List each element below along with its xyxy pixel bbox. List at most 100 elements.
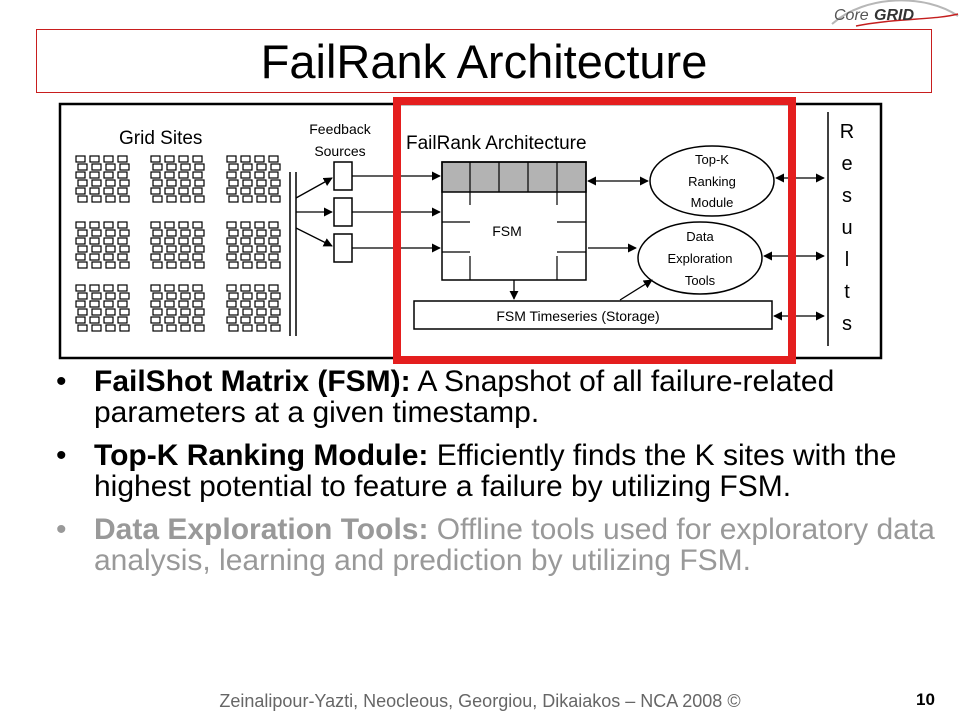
- results-letter: R: [840, 121, 854, 143]
- grid-site-box: [194, 292, 205, 300]
- bullet-topk: • Top-K Ranking Module: Efficiently find…: [56, 440, 936, 502]
- grid-site-box: [226, 187, 237, 195]
- grid-site-box: [178, 316, 189, 324]
- grid-site-box: [240, 237, 251, 245]
- grid-site-box: [228, 245, 239, 253]
- grid-site-box: [254, 171, 265, 179]
- grid-site-box: [194, 324, 205, 332]
- grid-site-box: [103, 171, 114, 179]
- grid-site-box: [75, 253, 86, 261]
- grid-site-box: [119, 324, 130, 332]
- grid-site-box: [117, 284, 128, 292]
- grid-site-box: [254, 253, 265, 261]
- grid-site-box: [194, 308, 205, 316]
- grid-site-box: [77, 245, 88, 253]
- grid-site-box: [254, 316, 265, 324]
- grid-site-box: [192, 221, 203, 229]
- grid-site-box: [268, 316, 279, 324]
- grid-site-box: [166, 229, 177, 237]
- grid-site-box: [152, 229, 163, 237]
- grid-site-box: [152, 163, 163, 171]
- grid-site-box: [75, 300, 86, 308]
- grid-site-box: [91, 179, 102, 187]
- grid-site-box: [152, 195, 163, 203]
- grid-site-box: [89, 300, 100, 308]
- grid-site-box: [103, 155, 114, 163]
- grid-site-box: [75, 221, 86, 229]
- grid-site-box: [256, 245, 267, 253]
- grid-site-box: [164, 300, 175, 308]
- grid-site-box: [192, 300, 203, 308]
- results-letter: u: [841, 217, 852, 239]
- grid-site-box: [178, 284, 189, 292]
- grid-site-box: [103, 221, 114, 229]
- grid-site-box: [254, 300, 265, 308]
- grid-site-box: [77, 292, 88, 300]
- grid-site-box: [270, 245, 281, 253]
- grid-site-box: [268, 155, 279, 163]
- grid-site-box: [254, 221, 265, 229]
- grid-site-box: [192, 187, 203, 195]
- grid-site-box: [119, 163, 130, 171]
- bullet-text: A Snapshot of all failure-related parame…: [94, 365, 835, 429]
- grid-site-box: [270, 261, 281, 269]
- grid-site-box: [89, 221, 100, 229]
- grid-site-box: [270, 292, 281, 300]
- grid-site-box: [270, 163, 281, 171]
- grid-site-box: [166, 195, 177, 203]
- grid-site-box: [105, 308, 116, 316]
- grid-site-box: [192, 284, 203, 292]
- grid-site-box: [166, 245, 177, 253]
- grid-site-box: [89, 284, 100, 292]
- failrank-architecture-label: FailRank Architecture: [406, 133, 587, 154]
- grid-site-box: [180, 245, 191, 253]
- grid-site-box: [77, 324, 88, 332]
- grid-site-box: [180, 261, 191, 269]
- grid-site-box: [91, 261, 102, 269]
- bullet-term: Top-K Ranking Module:: [94, 439, 429, 472]
- grid-site-box: [166, 163, 177, 171]
- grid-site-box: [103, 253, 114, 261]
- grid-site-box: [119, 308, 130, 316]
- topk-label-line3: Module: [691, 195, 734, 210]
- grid-site-box: [194, 179, 205, 187]
- grid-site-box: [228, 229, 239, 237]
- grid-site-box: [194, 229, 205, 237]
- grid-site-box: [119, 245, 130, 253]
- grid-site-box: [117, 155, 128, 163]
- bullet-det: • Data Exploration Tools: Offline tools …: [56, 514, 936, 576]
- grid-site-box: [164, 187, 175, 195]
- grid-site-box: [268, 237, 279, 245]
- grid-site-box: [242, 179, 253, 187]
- grid-site-box: [75, 187, 86, 195]
- grid-site-box: [268, 221, 279, 229]
- grid-site-box: [180, 179, 191, 187]
- grid-site-box: [150, 155, 161, 163]
- grid-site-box: [226, 316, 237, 324]
- data-exploration-tools: [637, 221, 763, 295]
- bullet-list: • FailShot Matrix (FSM): A Snapshot of a…: [56, 366, 936, 588]
- slide-title: FailRank Architecture: [260, 35, 708, 88]
- grid-site-box: [240, 316, 251, 324]
- det-label-line2: Exploration: [667, 251, 732, 266]
- grid-site-box: [180, 292, 191, 300]
- grid-site-box: [226, 237, 237, 245]
- grid-site-box: [254, 155, 265, 163]
- bullet-text: Efficiently finds the K sites with the h…: [94, 439, 897, 503]
- grid-site-box: [194, 195, 205, 203]
- grid-site-box: [240, 221, 251, 229]
- grid-site-box: [178, 155, 189, 163]
- page-number: 10: [916, 690, 935, 709]
- grid-site-box: [75, 237, 86, 245]
- grid-site-box: [105, 163, 116, 171]
- grid-site-box: [150, 284, 161, 292]
- grid-site-box: [240, 171, 251, 179]
- grid-site-box: [270, 195, 281, 203]
- grid-site-box: [89, 253, 100, 261]
- timeseries-label: FSM Timeseries (Storage): [496, 308, 659, 324]
- arrow-storage-to-det: [619, 279, 653, 301]
- det-label-line3: Tools: [685, 273, 716, 288]
- grid-site-box: [150, 300, 161, 308]
- grid-site-box: [254, 284, 265, 292]
- grid-site-box: [180, 229, 191, 237]
